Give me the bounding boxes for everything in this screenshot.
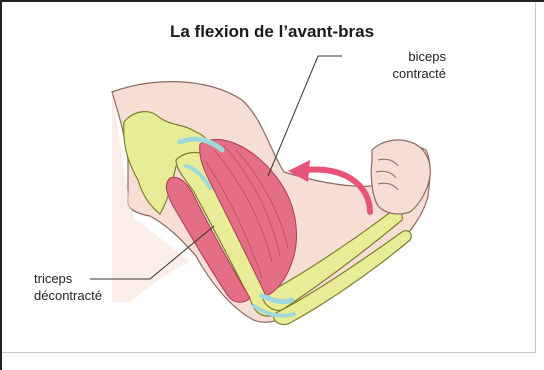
triceps-label-line-1: triceps xyxy=(34,270,144,287)
biceps-label-line-1: biceps xyxy=(346,48,446,65)
biceps-label: biceps contracté xyxy=(346,48,446,82)
triceps-label: triceps décontracté xyxy=(34,270,144,304)
biceps-label-line-2: contracté xyxy=(346,65,446,82)
biceps-leader-line xyxy=(268,56,342,176)
triceps-label-line-2: décontracté xyxy=(34,287,144,304)
